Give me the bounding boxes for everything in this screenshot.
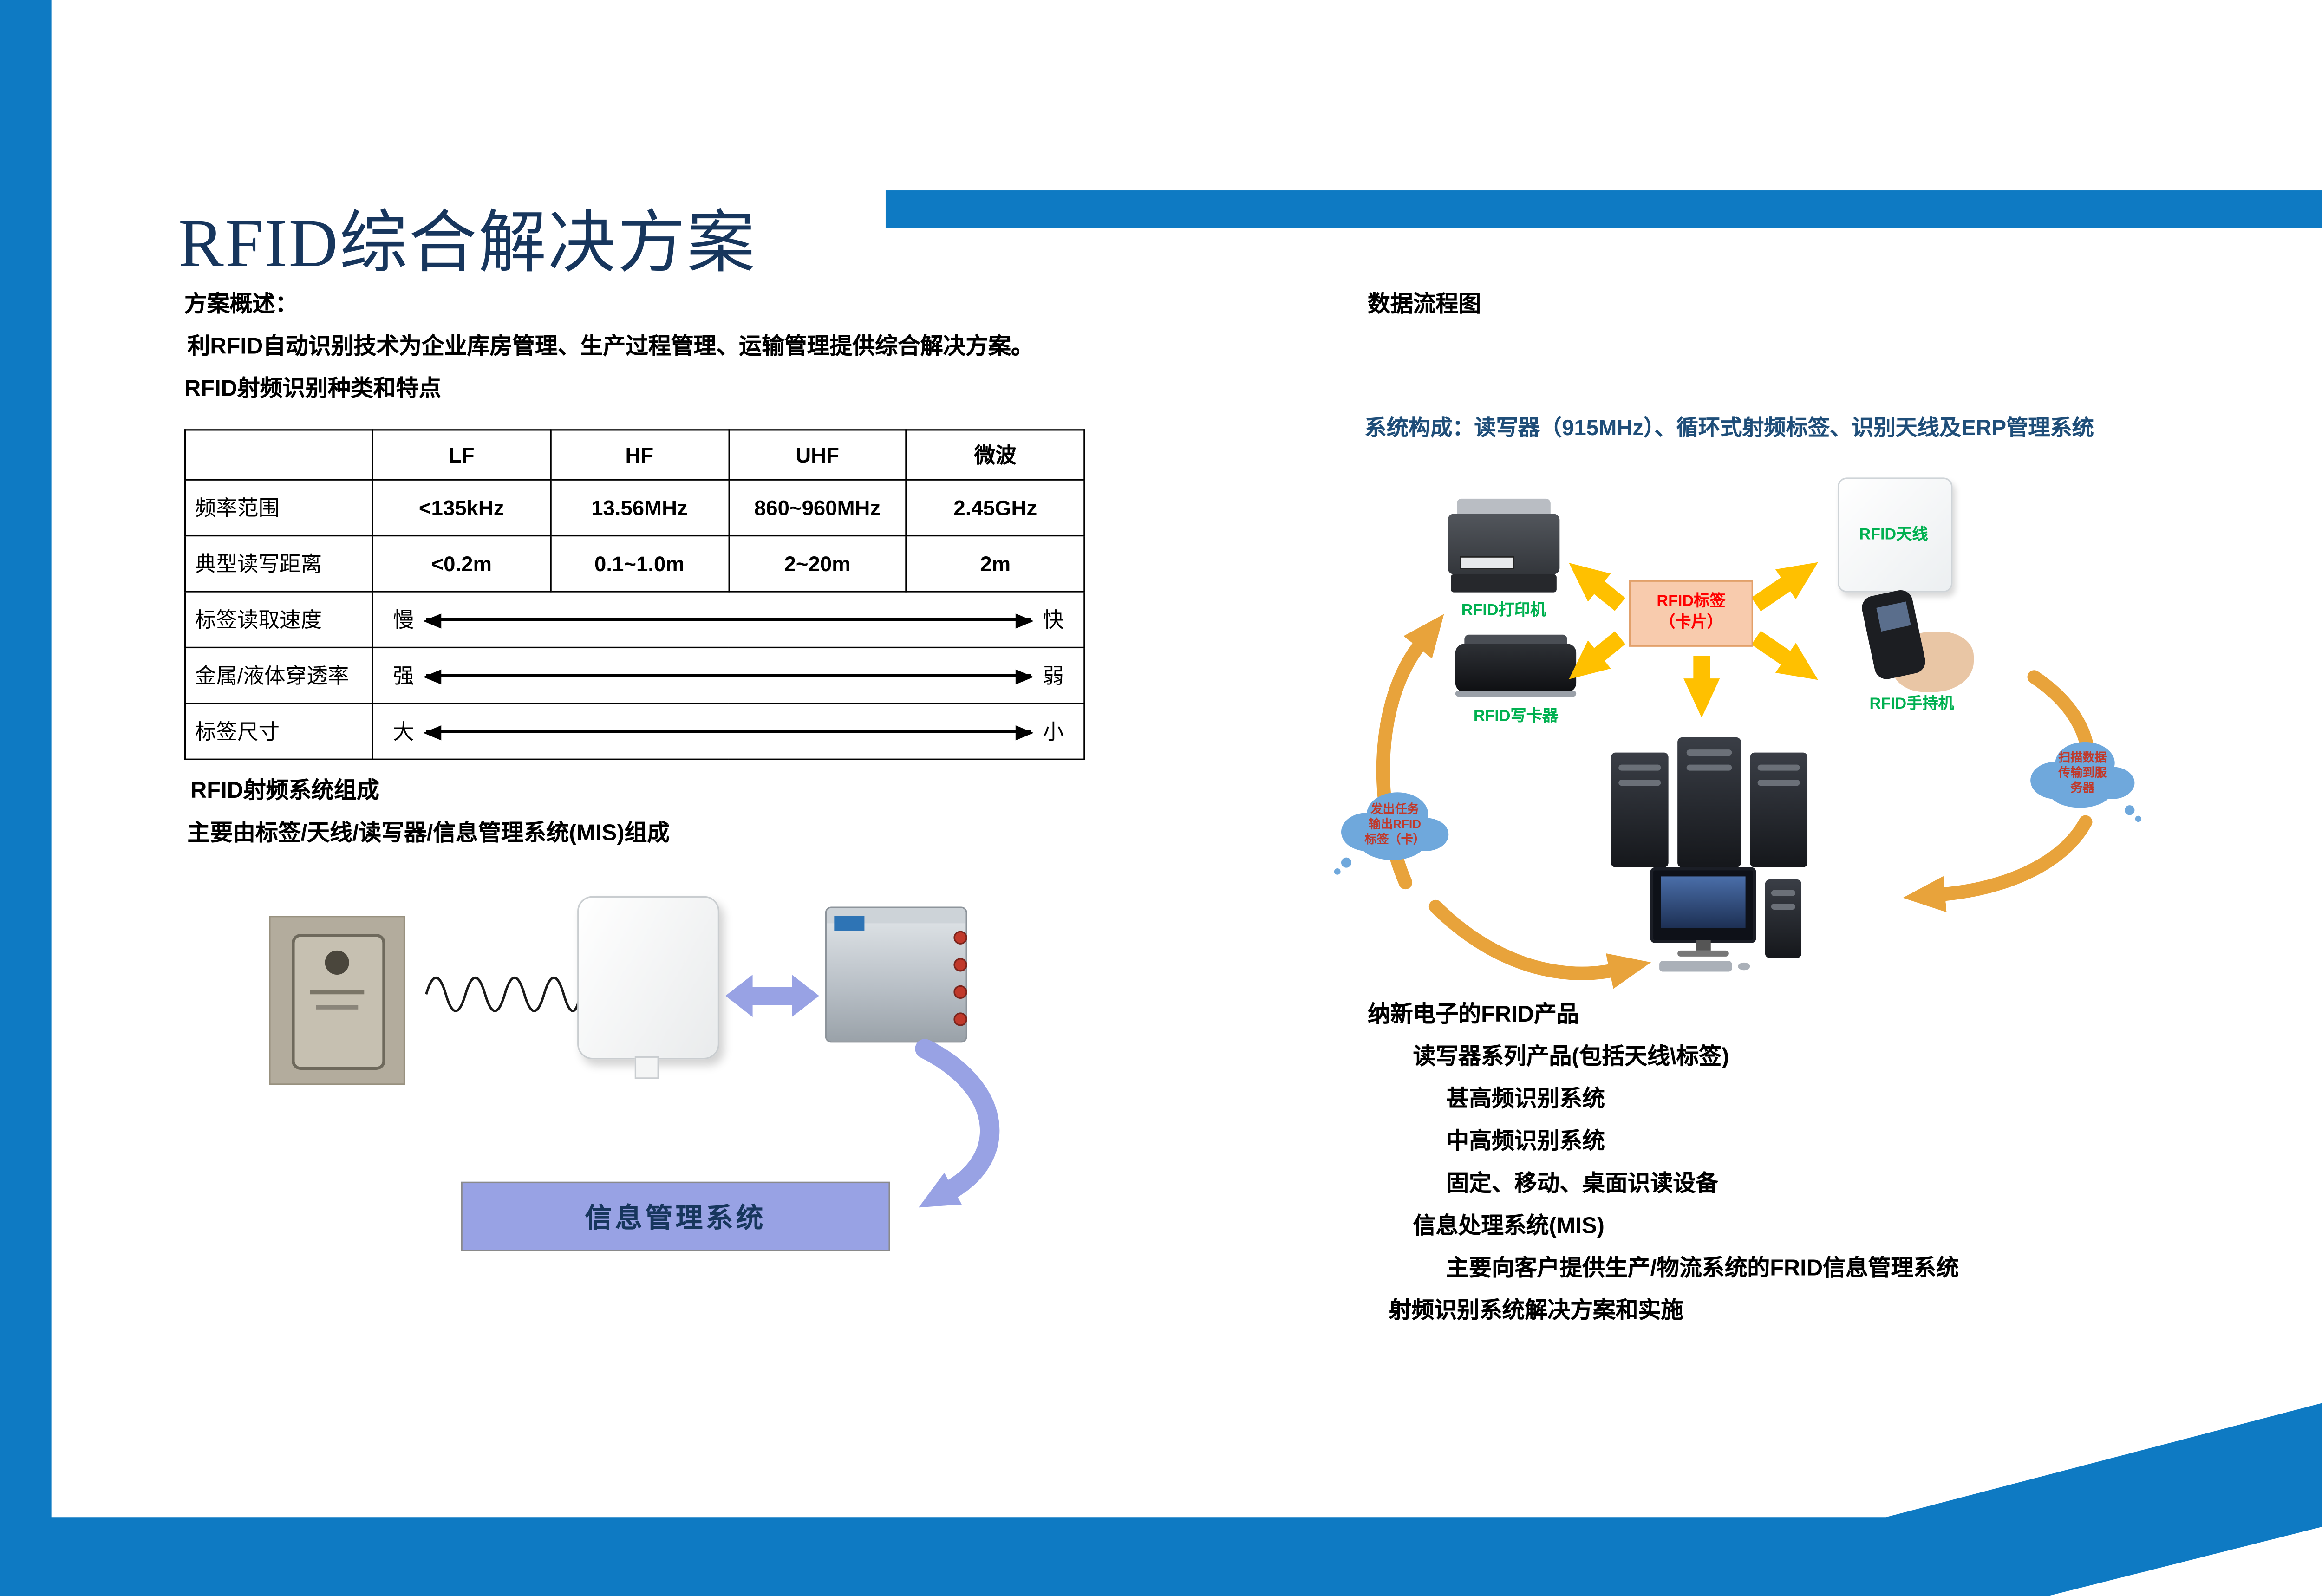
cloud-text-line: 发出任务 xyxy=(1370,802,1419,816)
table-cell: 2.45GHz xyxy=(906,479,1085,537)
page-title: RFID综合解决方案 xyxy=(178,205,757,281)
antenna-label: RFID天线 xyxy=(1859,526,1928,544)
col-header-microwave: 微波 xyxy=(906,429,1085,481)
row-label: 金属/液体穿透率 xyxy=(184,646,373,704)
scale-left-label: 大 xyxy=(393,719,414,744)
row-label: 频率范围 xyxy=(184,479,373,537)
product-item: 固定、移动、桌面识读设备 xyxy=(1446,1171,1719,1197)
rfid-handheld-image xyxy=(1847,588,1977,701)
scale-right-label: 快 xyxy=(1043,607,1064,632)
table-merged-cell: 慢 快 xyxy=(372,591,1085,649)
table-cell: 860~960MHz xyxy=(727,479,907,537)
antenna-connector xyxy=(634,1056,659,1079)
system-heading: RFID射频系统组成 xyxy=(190,778,379,804)
product-item: 读写器系列产品(包括天线\标签) xyxy=(1413,1044,1729,1070)
cloud-text-line: 标签（卡） xyxy=(1364,833,1425,847)
antenna-image xyxy=(577,896,719,1060)
cloud-text-line: 扫描数据 xyxy=(2058,751,2107,765)
col-header-uhf: UHF xyxy=(727,429,907,481)
table-row: 频率范围 <135kHz 13.56MHz 860~960MHz 2.45GHz xyxy=(184,479,1085,537)
left-accent-bar xyxy=(0,0,52,1596)
product-list: 纳新电子的FRID产品 读写器系列产品(包括天线\标签) 甚高频识别系统 中高频… xyxy=(1368,994,1959,1333)
product-item: 信息处理系统(MIS) xyxy=(1413,1213,1605,1239)
table-cell: 2~20m xyxy=(727,534,907,593)
product-item: 中高频识别系统 xyxy=(1446,1128,1605,1155)
tag-box-line2: （卡片） xyxy=(1659,613,1723,632)
scan-cloud-text: 扫描数据 传输到服 务器 xyxy=(2019,729,2146,825)
rfid-spec-table: LF HF UHF 微波 频率范围 <135kHz 13.56MHz 860~9… xyxy=(184,429,1085,760)
product-item: 主要向客户提供生产/物流系统的FRID信息管理系统 xyxy=(1446,1256,1959,1282)
table-row: 标签尺寸 大 小 xyxy=(184,703,1085,760)
table-corner-cell xyxy=(184,429,373,481)
server-towers-image xyxy=(1611,737,1808,870)
scale-right-label: 小 xyxy=(1043,719,1064,744)
table-merged-cell: 强 弱 xyxy=(372,646,1085,704)
product-item: 甚高频识别系统 xyxy=(1446,1086,1605,1113)
system-text: 主要由标签/天线/读写器/信息管理系统(MIS)组成 xyxy=(187,821,670,847)
scan-cloud: 扫描数据 传输到服 务器 xyxy=(2019,729,2146,825)
overview-text: 利RFID自动识别技术为企业库房管理、生产过程管理、运输管理提供综合解决方案。 xyxy=(187,334,1034,360)
table-cell: 2m xyxy=(906,534,1085,593)
cloud-text-line: 输出RFID xyxy=(1369,817,1422,831)
cloud-text-line: 务器 xyxy=(2070,781,2095,795)
rfid-reader-image xyxy=(825,906,967,1043)
scale-right-label: 弱 xyxy=(1043,663,1064,688)
flow-heading: 数据流程图 xyxy=(1368,292,1481,318)
rfid-printer-image xyxy=(1448,498,1560,595)
cloud-text-line: 传输到服 xyxy=(2058,766,2107,780)
rfid-tag-box: RFID标签 （卡片） xyxy=(1629,580,1753,647)
row-label: 标签尺寸 xyxy=(184,703,373,760)
rfid-writer-image xyxy=(1455,634,1577,701)
scale-left-label: 强 xyxy=(393,663,414,688)
workstation-image xyxy=(1650,867,1807,973)
table-row: 金属/液体穿透率 强 弱 xyxy=(184,646,1085,704)
row-label: 标签读取速度 xyxy=(184,591,373,649)
task-cloud: 发出任务 输出RFID 标签（卡） xyxy=(1330,778,1460,878)
writer-label: RFID写卡器 xyxy=(1473,707,1559,726)
table-cell: <135kHz xyxy=(372,479,551,537)
table-cell: 0.1~1.0m xyxy=(549,534,730,593)
printer-label: RFID打印机 xyxy=(1461,601,1546,620)
double-arrow xyxy=(423,613,1034,629)
table-merged-cell: 大 小 xyxy=(372,703,1085,760)
table-heading: RFID射频识别种类和特点 xyxy=(184,376,442,402)
table-cell: <0.2m xyxy=(372,534,551,593)
rfid-tag-photo xyxy=(269,916,405,1085)
mis-box: 信息管理系统 xyxy=(461,1181,890,1251)
top-accent-bar xyxy=(885,190,2322,228)
overview-label: 方案概述： xyxy=(184,292,298,318)
table-cell: 13.56MHz xyxy=(549,479,730,537)
table-row: 标签读取速度 慢 快 xyxy=(184,591,1085,649)
table-header-row: LF HF UHF 微波 xyxy=(184,429,1085,481)
radio-wave-graphic xyxy=(425,977,582,1012)
row-label: 典型读写距离 xyxy=(184,534,373,593)
product-item: 射频识别系统解决方案和实施 xyxy=(1389,1298,1684,1324)
double-arrow xyxy=(423,725,1034,741)
scale-left-label: 慢 xyxy=(393,607,414,632)
handheld-label: RFID手持机 xyxy=(1869,695,1954,713)
task-cloud-text: 发出任务 输出RFID 标签（卡） xyxy=(1330,778,1460,878)
double-arrow xyxy=(423,669,1034,685)
composition-line: 系统构成：读写器（915MHz）、循环式射频标签、识别天线及ERP管理系统 xyxy=(1364,417,2094,442)
table-row: 典型读写距离 <0.2m 0.1~1.0m 2~20m 2m xyxy=(184,534,1085,593)
tag-box-line1: RFID标签 xyxy=(1657,593,1726,611)
col-header-lf: LF xyxy=(372,429,551,481)
col-header-hf: HF xyxy=(549,429,730,481)
mis-box-label: 信息管理系统 xyxy=(585,1203,766,1233)
product-item: 纳新电子的FRID产品 xyxy=(1368,1002,1579,1028)
rfid-antenna-image xyxy=(1838,477,1953,593)
